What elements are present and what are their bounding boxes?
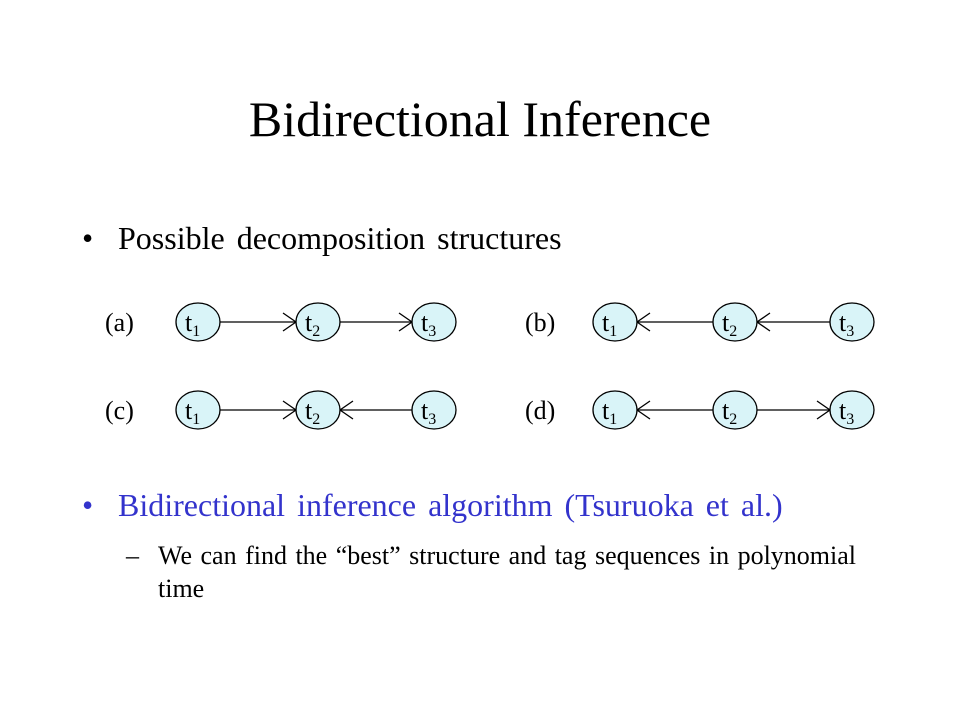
node-t1: t1 — [175, 390, 221, 430]
node-t1: t1 — [592, 302, 638, 342]
bullet-text: Possible decomposition structures — [118, 220, 562, 256]
node-label: t3 — [839, 396, 854, 428]
diagram-c: (c) t1 t2 t3 — [105, 390, 457, 430]
node-circle — [175, 302, 221, 342]
node-t2: t2 — [712, 302, 758, 342]
node-circle — [175, 390, 221, 430]
node-t1: t1 — [175, 302, 221, 342]
node-circle — [712, 302, 758, 342]
node-label: t3 — [421, 396, 436, 428]
bullet-possible-structures: • Possible decomposition structures — [82, 219, 562, 257]
bullet-dot: • — [82, 487, 94, 523]
diagram-label: (d) — [525, 396, 555, 425]
bullet-dot: • — [82, 220, 94, 256]
diagram-a: (a) t1 t2 t3 — [105, 302, 457, 342]
diagram-d: (d) t1 t2 t3 — [525, 390, 875, 430]
diagram-label: (a) — [105, 308, 134, 337]
node-circle — [712, 390, 758, 430]
node-t3: t3 — [829, 302, 875, 342]
node-circle — [829, 302, 875, 342]
node-circle — [592, 390, 638, 430]
node-t3: t3 — [411, 390, 457, 430]
node-label: t2 — [305, 396, 320, 428]
node-t2: t2 — [295, 390, 341, 430]
node-label: t1 — [602, 308, 617, 340]
sub-bullet-text: We can find the “best” structure and tag… — [158, 541, 857, 603]
node-t3: t3 — [411, 302, 457, 342]
node-label: t3 — [839, 308, 854, 340]
bullet-text: Bidirectional inference algorithm (Tsuru… — [118, 487, 783, 523]
node-t1: t1 — [592, 390, 638, 430]
node-circle — [295, 302, 341, 342]
node-circle — [829, 390, 875, 430]
node-label: t2 — [305, 308, 320, 340]
node-circle — [295, 390, 341, 430]
node-label: t2 — [722, 396, 737, 428]
diagram-b: (b) t1 t2 t3 — [525, 302, 875, 342]
sub-bullet: – We can find the “best” structure and t… — [126, 540, 866, 605]
node-label: t1 — [185, 308, 200, 340]
node-t3: t3 — [829, 390, 875, 430]
diagram-label: (c) — [105, 396, 134, 425]
node-circle — [411, 302, 457, 342]
node-t2: t2 — [712, 390, 758, 430]
node-label: t2 — [722, 308, 737, 340]
diagram-label: (b) — [525, 308, 555, 337]
node-label: t3 — [421, 308, 436, 340]
node-label: t1 — [602, 396, 617, 428]
node-t2: t2 — [295, 302, 341, 342]
node-label: t1 — [185, 396, 200, 428]
bullet-bidirectional-algorithm: • Bidirectional inference algorithm (Tsur… — [82, 486, 783, 524]
slide-title: Bidirectional Inference — [248, 91, 712, 147]
node-circle — [411, 390, 457, 430]
node-circle — [592, 302, 638, 342]
sub-bullet-dash: – — [126, 541, 139, 570]
